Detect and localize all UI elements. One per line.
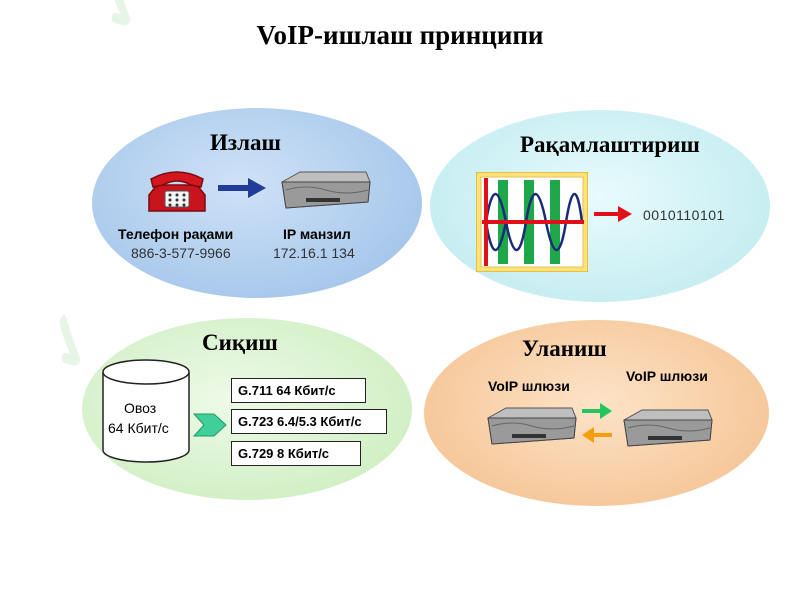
gateway-left-label: VoIP шлюзи <box>488 378 570 394</box>
codec-box: G.723 6.4/5.3 Кбит/с <box>231 409 387 434</box>
telephone-icon <box>148 171 206 212</box>
arrow-right-icon <box>218 178 266 198</box>
compress-title: Сиқиш <box>202 330 278 355</box>
digitize-title: Рақамлаштириш <box>520 132 700 157</box>
bidirectional-arrow-icon <box>582 403 612 443</box>
page-title: VoIP-ишлаш принципи <box>256 20 544 50</box>
router-icon <box>281 171 371 209</box>
ip-address: 172.16.1 134 <box>273 245 355 261</box>
gateway-icon <box>487 407 577 445</box>
phone-number: 886-3-577-9966 <box>131 245 231 261</box>
cylinder-icon <box>102 359 190 463</box>
connect-title: Уланиш <box>522 336 607 361</box>
waveform-icon <box>476 172 588 272</box>
codec-box: G.711 64 Кбит/с <box>231 378 366 403</box>
search-ellipse <box>92 108 422 298</box>
voice-rate: 64 Кбит/с <box>108 420 169 436</box>
voice-label: Овоз <box>124 400 157 416</box>
search-title: Излаш <box>210 130 281 155</box>
chevron-arrow-icon <box>192 413 227 437</box>
arrow-right-icon <box>594 206 632 222</box>
gateway-right-label: VoIP шлюзи <box>626 368 708 384</box>
codec-box: G.729 8 Кбит/с <box>231 441 361 466</box>
ip-label: IP манзил <box>283 226 351 242</box>
phone-label: Телефон рақами <box>118 226 234 242</box>
gateway-icon <box>623 409 713 447</box>
binary-output: 0010110101 <box>643 207 725 223</box>
